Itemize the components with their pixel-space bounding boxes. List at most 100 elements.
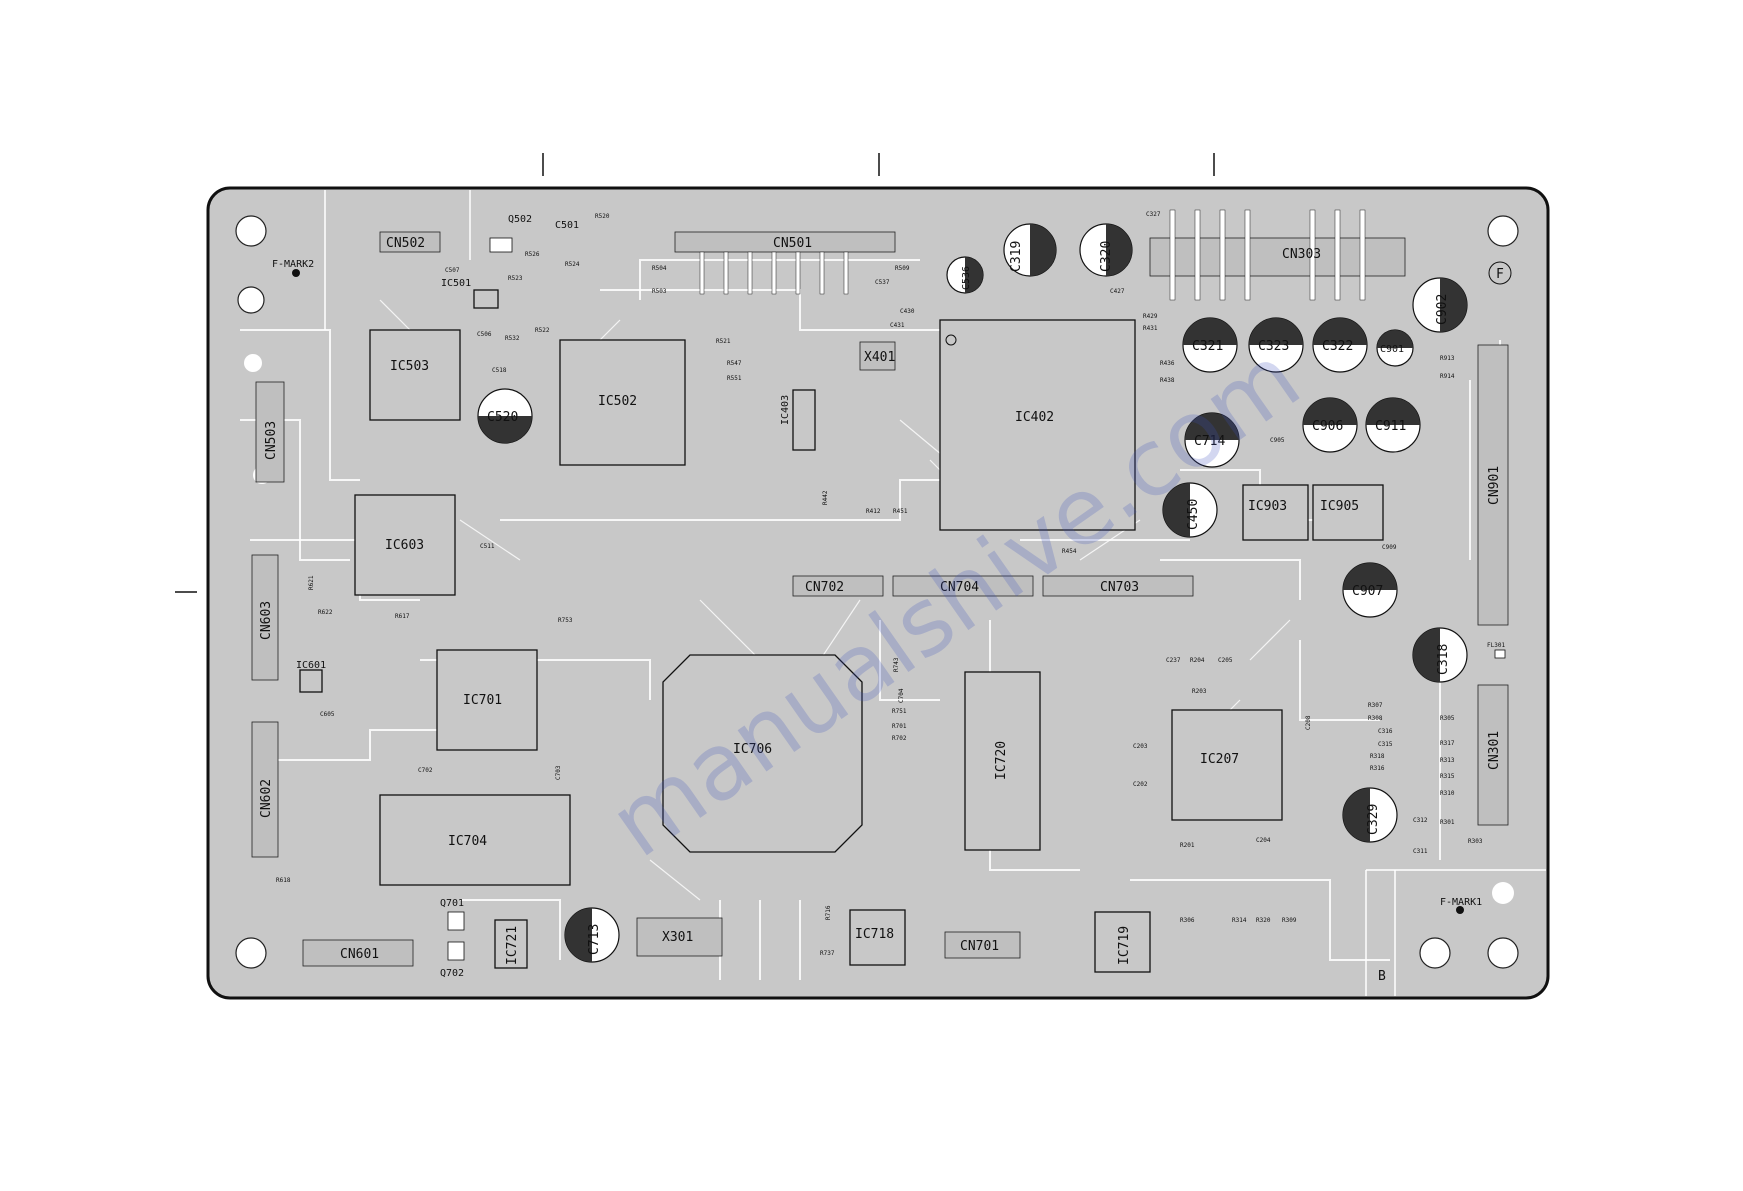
r913-label: R913 xyxy=(1440,355,1455,362)
fl301-body xyxy=(1494,649,1506,659)
c714: C714 xyxy=(1184,412,1240,468)
ic601-body xyxy=(299,669,323,693)
r509-label: R509 xyxy=(895,265,910,272)
svg-text:C329: C329 xyxy=(1366,804,1381,835)
mounting-hole xyxy=(237,286,265,314)
ic601-label: IC601 xyxy=(296,660,326,671)
cn502-label: CN502 xyxy=(386,236,425,251)
cn701-label: CN701 xyxy=(960,939,999,954)
corner-f-circle xyxy=(1488,261,1512,285)
c703-label: C703 xyxy=(555,765,562,780)
svg-text:C322: C322 xyxy=(1322,339,1353,354)
ic503-body xyxy=(369,329,461,421)
cn303-pin xyxy=(1194,209,1201,301)
cn704-label: CN704 xyxy=(940,580,979,595)
mounting-hole xyxy=(1487,215,1519,247)
r520-label: R520 xyxy=(595,213,610,220)
ic721-label: IC721 xyxy=(505,926,520,965)
r454-label: R454 xyxy=(1062,548,1077,555)
c704-label: C704 xyxy=(898,688,905,703)
r753-label: R753 xyxy=(558,617,573,624)
fiducial-marks: F-MARK2 F-MARK1 F B xyxy=(272,259,1512,984)
c311-label: C311 xyxy=(1413,848,1428,855)
x401-body xyxy=(859,341,896,371)
ic603-body xyxy=(354,494,456,596)
c905-label: C905 xyxy=(1270,437,1285,444)
cn901-label: CN901 xyxy=(1487,466,1502,505)
r622-label: R622 xyxy=(318,609,333,616)
mounting-hole xyxy=(235,215,267,247)
mounting-hole xyxy=(1487,937,1519,969)
r431-label: R431 xyxy=(1143,325,1158,332)
r303-label: R303 xyxy=(1468,838,1483,845)
c909-label: C909 xyxy=(1382,544,1397,551)
svg-text:C520: C520 xyxy=(487,410,518,425)
c323: C323 xyxy=(1248,317,1304,373)
c507-label: C507 xyxy=(445,267,460,274)
c321: C321 xyxy=(1182,317,1238,373)
ic719-label: IC719 xyxy=(1117,926,1132,965)
ic718-label: IC718 xyxy=(855,927,894,942)
r438-label: R438 xyxy=(1160,377,1175,384)
mounting-hole xyxy=(244,354,262,372)
r442-label: R442 xyxy=(822,490,829,505)
r201-label: R201 xyxy=(1180,842,1195,849)
svg-text:C321: C321 xyxy=(1192,339,1223,354)
misc-components: X301 X401 Q502 C501 Q701 Q702 FL301 xyxy=(440,214,1505,979)
r521-label: R521 xyxy=(716,338,731,345)
c329: C329 xyxy=(1342,787,1398,843)
ic706-label: IC706 xyxy=(733,742,772,757)
ic502-body xyxy=(559,339,686,466)
c506-label: C506 xyxy=(477,331,492,338)
cn501-pin xyxy=(795,251,801,295)
r524-label: R524 xyxy=(565,261,580,268)
r522-label: R522 xyxy=(535,327,550,334)
c605-label: C605 xyxy=(320,711,335,718)
c327-label: C327 xyxy=(1146,211,1161,218)
cn503-body xyxy=(255,381,285,483)
cn501-pin xyxy=(771,251,777,295)
connectors: CN501 CN502 CN503 CN303 CN901 CN301 CN60… xyxy=(251,209,1509,967)
cn502-body xyxy=(379,231,441,253)
corner-b-label: B xyxy=(1378,969,1386,984)
cn702-body xyxy=(792,575,884,597)
ic905-body xyxy=(1312,484,1384,541)
r305-label: R305 xyxy=(1440,715,1455,722)
cn303-label: CN303 xyxy=(1282,247,1321,262)
fl301-label: FL301 xyxy=(1487,642,1505,649)
integrated-circuits: IC402 IC502 IC503 IC603 IC701 IC704 IC70… xyxy=(296,278,1384,973)
fmark2-dot xyxy=(292,269,300,277)
cn303-pin xyxy=(1244,209,1251,301)
svg-text:C319: C319 xyxy=(1009,241,1024,272)
cn701-body xyxy=(944,931,1021,959)
r701-label: R701 xyxy=(892,723,907,730)
r737-label: R737 xyxy=(820,950,835,957)
cn501-body xyxy=(674,231,896,253)
cn703-label: CN703 xyxy=(1100,580,1139,595)
fmark2-label: F-MARK2 xyxy=(272,259,314,270)
c450: C450 xyxy=(1162,482,1218,538)
cn303-pin xyxy=(1219,209,1226,301)
q702-body xyxy=(447,941,465,961)
c316-label: C316 xyxy=(1378,728,1393,735)
c320: C320 xyxy=(1079,223,1133,277)
r914-label: R914 xyxy=(1440,373,1455,380)
cn603-body xyxy=(251,554,279,681)
mounting-hole xyxy=(1492,882,1514,904)
ic704-label: IC704 xyxy=(448,834,487,849)
q702-label: Q702 xyxy=(440,968,464,979)
c315-label: C315 xyxy=(1378,741,1393,748)
q701-body xyxy=(447,911,465,931)
r551-label: R551 xyxy=(727,375,742,382)
r306-label: R306 xyxy=(1180,917,1195,924)
cn303-body xyxy=(1149,237,1406,277)
ic207-label: IC207 xyxy=(1200,752,1239,767)
ic402-label: IC402 xyxy=(1015,410,1054,425)
x401-label: X401 xyxy=(864,350,895,365)
cn501-pin xyxy=(843,251,849,295)
r316-label: R316 xyxy=(1370,765,1385,772)
cn602-label: CN602 xyxy=(259,779,274,818)
cn603-label: CN603 xyxy=(259,601,274,640)
ic402-body xyxy=(939,319,1136,531)
